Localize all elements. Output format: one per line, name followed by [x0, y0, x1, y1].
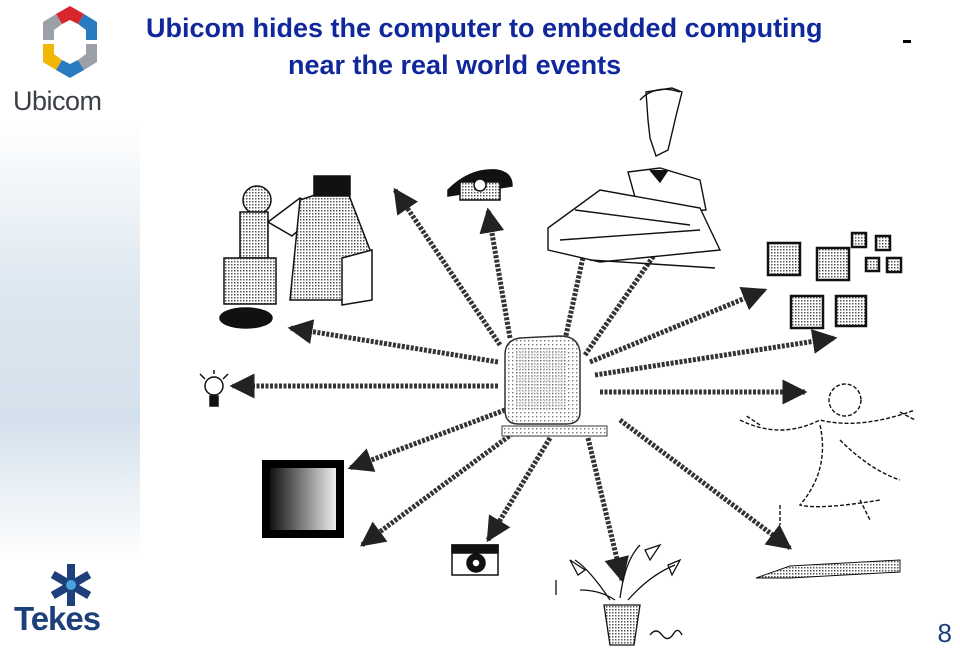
windows-squares-icon [766, 231, 903, 330]
lightbulb-icon [199, 370, 229, 407]
arrow-to-squares-2 [594, 329, 838, 378]
tv-screen-icon [262, 460, 344, 538]
arrow-to-drafter [392, 187, 503, 347]
ubicom-logo-icon [40, 4, 100, 80]
arrow-to-businessman [562, 222, 598, 341]
spoke-arrows [229, 187, 838, 583]
arrow-to-plant [585, 437, 629, 583]
title-line-1: Ubicom hides the computer to embedded co… [146, 13, 823, 43]
camera-icon [451, 544, 499, 576]
arrow-to-camera [485, 436, 553, 543]
ubicom-diagram [199, 87, 916, 646]
drafter-icon [219, 175, 373, 329]
telephone-icon [447, 169, 513, 201]
running-person-icon [739, 383, 916, 525]
arrow-to-drafter-2 [287, 319, 499, 365]
title-line-2: near the real world events [288, 50, 622, 80]
arrow-to-tv [347, 407, 506, 472]
ubicom-wordmark: Ubicom [13, 86, 102, 116]
signature-scribble [649, 629, 683, 640]
page-number: 8 [937, 618, 952, 648]
arrow-to-squares [589, 287, 768, 365]
slide-title: Ubicom hides the computer to embedded co… [146, 10, 926, 84]
arrow-to-tv-2 [359, 425, 522, 548]
sidebar-band [0, 0, 140, 653]
pen-icon [755, 559, 901, 579]
stray-dash [903, 40, 911, 43]
businessman-icon [547, 87, 722, 269]
arrow-to-telephone [479, 207, 513, 339]
computer-icon [501, 335, 608, 437]
tekes-wordmark: Tekes [14, 600, 101, 637]
plant-icon [555, 543, 682, 646]
tekes-logo-icon [50, 564, 92, 606]
arrow-to-pen [618, 418, 792, 550]
